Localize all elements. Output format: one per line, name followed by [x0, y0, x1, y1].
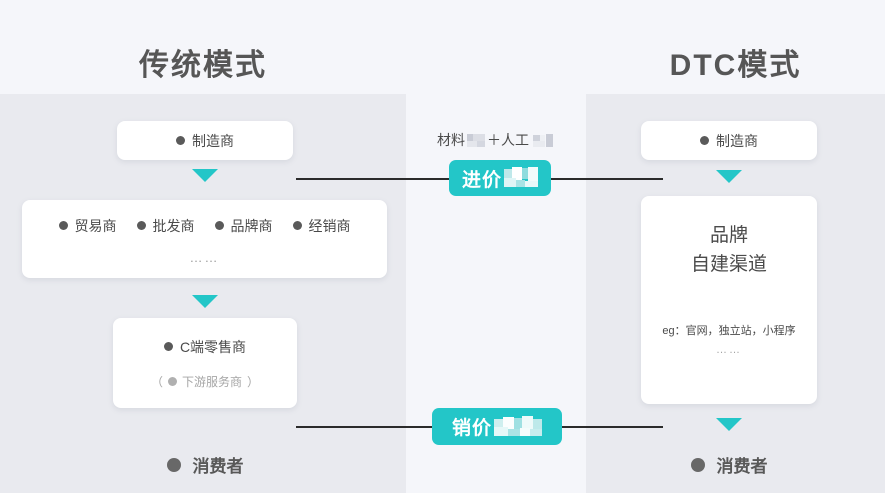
badge-sell-label: 销价	[451, 418, 492, 439]
bullet-dot-icon	[690, 457, 705, 472]
bullet-dot-icon	[163, 342, 173, 351]
retailer-sub-close: ）	[247, 374, 260, 389]
status-badge-selling-price: 销价	[432, 408, 562, 445]
bullet-dot-icon	[214, 221, 224, 230]
cost-formula-label: 材料 ＋人工	[406, 130, 586, 150]
brand-examples: eg：官网，独立站，小程序	[662, 325, 796, 337]
retailer-subtitle: （ 下游服务商 ）	[151, 373, 259, 390]
list-item: 贸易商	[58, 216, 117, 236]
intermediary-label-1: 批发商	[152, 217, 195, 234]
manufacturer-right-label: 制造商	[716, 132, 758, 149]
card-brand-owned-channel: 品牌 自建渠道 eg：官网，独立站，小程序 ……	[641, 196, 817, 404]
status-badge-purchase-price: 进价	[449, 160, 551, 196]
redacted-block-labor	[531, 133, 555, 147]
intermediaries-ellipsis: ……	[189, 249, 220, 265]
redacted-block-purchase-value	[504, 167, 538, 189]
card-manufacturer-right: 制造商	[641, 121, 817, 160]
cost-labor-label: ＋人工	[487, 132, 529, 148]
retailer-sub-open: （	[150, 374, 163, 389]
brand-title-line1: 品牌	[709, 225, 748, 246]
list-item: 批发商	[136, 216, 195, 236]
page-title-traditional: 传统模式	[139, 49, 267, 82]
brand-title-line2: 自建渠道	[690, 253, 767, 275]
retailer-row: C端零售商	[163, 337, 247, 357]
redacted-block-selling-value	[494, 415, 542, 438]
retailer-sub-label: 下游服务商	[181, 374, 242, 389]
bullet-dot-icon	[292, 221, 302, 230]
bullet-dot-icon	[700, 136, 709, 145]
consumer-right-label: 消费者	[716, 457, 768, 476]
consumer-left-label: 消费者	[192, 457, 244, 476]
brand-examples-ellipsis: ……	[716, 344, 742, 356]
bullet-dot-icon	[58, 221, 68, 230]
retailer-label: C端零售商	[179, 338, 247, 355]
card-intermediaries: 贸易商 批发商 品牌商 经销商 ……	[22, 200, 387, 278]
bullet-dot-icon	[166, 457, 181, 472]
arrow-down-icon-left-2	[192, 295, 218, 308]
intermediary-label-2: 品牌商	[230, 217, 273, 234]
cost-material-label: 材料	[437, 132, 465, 148]
manufacturer-left-row: 制造商	[176, 131, 234, 151]
manufacturer-left-label: 制造商	[192, 132, 234, 149]
list-item: 品牌商	[214, 216, 273, 236]
arrow-down-icon-left-1	[192, 169, 218, 182]
arrow-down-icon-right-1	[716, 170, 742, 183]
page-title-dtc: DTC模式	[669, 49, 802, 82]
intermediary-label-0: 贸易商	[74, 217, 117, 234]
redacted-block-material	[467, 133, 485, 147]
arrow-down-icon-right-2	[716, 418, 742, 431]
intermediary-label-3: 经销商	[308, 217, 351, 234]
card-manufacturer-left: 制造商	[117, 121, 293, 160]
bullet-dot-icon	[176, 136, 185, 145]
manufacturer-right-row: 制造商	[700, 131, 758, 151]
brand-channel-title: 品牌 自建渠道	[691, 222, 767, 279]
bullet-dot-icon	[167, 376, 177, 386]
consumer-left: 消费者	[117, 452, 293, 477]
list-item: 经销商	[292, 216, 351, 236]
card-retailer: C端零售商 （ 下游服务商 ）	[113, 318, 297, 408]
bullet-dot-icon	[136, 221, 146, 230]
badge-buy-label: 进价	[461, 169, 502, 191]
consumer-right: 消费者	[641, 452, 817, 477]
intermediaries-row: 贸易商 批发商 品牌商 经销商	[58, 216, 351, 236]
